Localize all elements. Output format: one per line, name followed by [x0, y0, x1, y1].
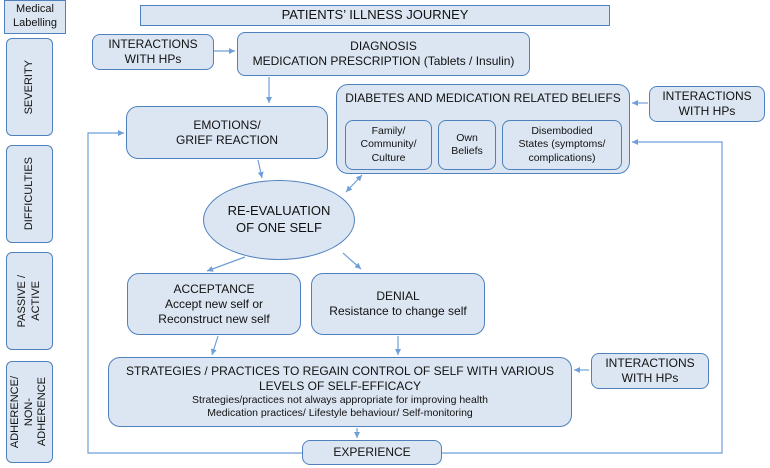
medical-labelling-line1: Medical [16, 3, 54, 16]
interactions-top-line2: WITH HPs [124, 52, 182, 66]
medical-labelling-box: Medical Labelling [4, 0, 66, 34]
page-title: PATIENTS’ ILLNESS JOURNEY [140, 5, 610, 26]
family-line2: Community/ [360, 138, 417, 151]
arrow-emotions-to-reevaluation [257, 159, 264, 179]
passive-label: PASSIVE / [15, 274, 28, 328]
own-line2: Beliefs [451, 145, 483, 157]
family-line1: Family/ [371, 125, 406, 138]
passive-active-box: PASSIVE / ACTIVE [6, 252, 53, 350]
interactions-bottom-line1: INTERACTIONS [605, 356, 695, 370]
severity-box: SEVERITY [6, 38, 53, 136]
disembodied-line3: complications) [528, 151, 596, 164]
difficulties-label: DIFFICULTIES [22, 157, 35, 231]
interactions-hps-top: INTERACTIONS WITH HPs [92, 34, 214, 70]
emotions-line2: GRIEF REACTION [175, 132, 278, 147]
acceptance-line2: Accept new self or [164, 296, 264, 311]
own-beliefs-box: Own Beliefs [438, 120, 496, 170]
strategies-line2: Medication practices/ Lifestyle behaviou… [207, 407, 473, 419]
acceptance-box: ACCEPTANCE Accept new self or Reconstruc… [127, 273, 301, 335]
active-label: ACTIVE [29, 281, 42, 321]
interactions-hps-right: INTERACTIONS WITH HPs [649, 86, 765, 122]
acceptance-title: ACCEPTANCE [173, 281, 255, 296]
reevaluation-line1: RE-EVALUATION [227, 203, 331, 219]
adherence-box: ADHERENCE/ NON- ADHERENCE [6, 361, 53, 463]
diagnosis-title: DIAGNOSIS [350, 39, 417, 53]
feedback-loop-left [87, 130, 302, 454]
denial-line2: Resistance to change self [329, 304, 467, 318]
own-line1: Own [456, 131, 478, 144]
arrow-reevaluation-beliefs [345, 174, 363, 193]
difficulties-box: DIFFICULTIES [6, 145, 53, 243]
reevaluation-line2: OF ONE SELF [236, 220, 322, 235]
strategies-title-2: LEVELS OF SELF-EFFICACY [258, 378, 422, 393]
experience-box: EXPERIENCE [302, 440, 442, 465]
interactions-top-line1: INTERACTIONS [108, 37, 198, 51]
medication-prescription: MEDICATION PRESCRIPTION (Tablets / Insul… [252, 54, 515, 68]
arrow-acceptance-to-strategies [210, 335, 219, 356]
arrow-reevaluation-to-denial [342, 252, 362, 270]
strategies-line1: Strategies/practices not always appropri… [192, 393, 488, 406]
arrow-reevaluation-to-acceptance [206, 256, 246, 272]
emotions-box: EMOTIONS/ GRIEF REACTION [126, 106, 328, 159]
feedback-loop-right [442, 139, 723, 454]
interactions-bottom-line2: WITH HPs [621, 371, 679, 385]
family-belief-box: Family/ Community/ Culture [345, 120, 432, 170]
emotions-line1: EMOTIONS/ [193, 117, 261, 132]
diagnosis-box: DIAGNOSIS MEDICATION PRESCRIPTION (Table… [237, 32, 530, 76]
denial-title: DENIAL [376, 289, 420, 303]
disembodied-line2: States (symptoms/ [518, 138, 606, 151]
acceptance-line3: Reconstruct new self [158, 311, 270, 326]
medical-labelling-line2: Labelling [12, 17, 58, 29]
severity-label: SEVERITY [22, 59, 35, 115]
interactions-right-line2: WITH HPs [678, 104, 736, 118]
strategies-box: STRATEGIES / PRACTICES TO REGAIN CONTROL… [108, 357, 572, 427]
adherence-label-2: ADHERENCE [36, 377, 49, 447]
title-text: PATIENTS’ ILLNESS JOURNEY [281, 7, 469, 23]
reevaluation-ellipse: RE-EVALUATION OF ONE SELF [203, 180, 355, 260]
interactions-hps-bottom: INTERACTIONS WITH HPs [591, 353, 709, 389]
interactions-right-line1: INTERACTIONS [662, 89, 752, 103]
strategies-title-1: STRATEGIES / PRACTICES TO REGAIN CONTROL… [125, 363, 555, 378]
non-label: NON- [22, 397, 35, 427]
disembodied-line1: Disembodied [531, 125, 593, 138]
disembodied-box: Disembodied States (symptoms/ complicati… [502, 120, 622, 170]
denial-box: DENIAL Resistance to change self [311, 273, 485, 335]
experience-label: EXPERIENCE [333, 445, 411, 459]
beliefs-title: DIABETES AND MEDICATION RELATED BELIEFS [345, 91, 621, 105]
adherence-label: ADHERENCE/ [8, 375, 21, 449]
family-line3: Culture [371, 151, 406, 164]
